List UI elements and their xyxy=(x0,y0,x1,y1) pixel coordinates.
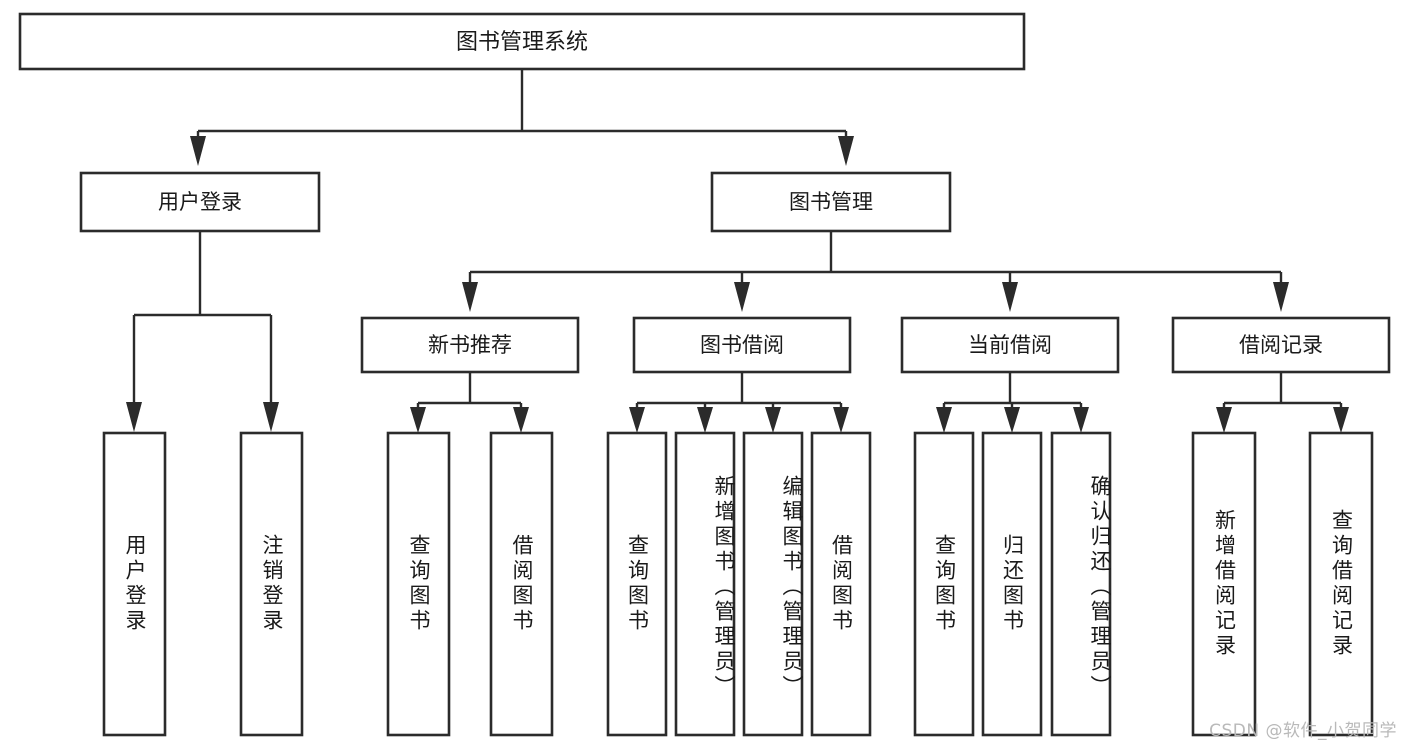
leaf-query-record-box[interactable] xyxy=(1308,431,1374,737)
arrow-to-current-borrow xyxy=(1002,282,1018,312)
arrow-to-leaf-add-book xyxy=(697,407,713,433)
leaf-user-login-box[interactable] xyxy=(102,431,167,737)
arrow-to-leaf-edit-book xyxy=(765,407,781,433)
leaf-return-book-box[interactable] xyxy=(981,431,1043,737)
leaf-query-book-1-box[interactable] xyxy=(386,431,451,737)
arrow-to-leaf-borrow-book-2 xyxy=(833,407,849,433)
leaf-borrow-book-2-box[interactable] xyxy=(810,431,872,737)
node-current-borrow-box[interactable] xyxy=(900,316,1120,374)
node-book-management-box[interactable] xyxy=(710,171,952,233)
leaf-query-book-2-box[interactable] xyxy=(606,431,668,737)
arrow-to-leaf-query-book-2 xyxy=(629,407,645,433)
leaf-edit-book-box[interactable] xyxy=(742,431,804,737)
csdn-watermark: CSDN @软件_小贺同学 xyxy=(1209,721,1397,741)
arrow-to-user-login xyxy=(190,136,206,166)
arrow-to-leaf-query-book-3 xyxy=(936,407,952,433)
node-new-book-recommend-box[interactable] xyxy=(360,316,580,374)
leaf-confirm-return-box[interactable] xyxy=(1050,431,1112,737)
arrow-to-leaf-user-login xyxy=(126,402,142,432)
arrow-to-leaf-user-logout xyxy=(263,402,279,432)
arrow-to-leaf-return-book xyxy=(1004,407,1020,433)
leaf-query-book-3-box[interactable] xyxy=(913,431,975,737)
arrow-to-leaf-query-book-1 xyxy=(410,407,426,433)
leaf-borrow-book-1-box[interactable] xyxy=(489,431,554,737)
node-new-book-recommend-label: 新书推荐 xyxy=(428,333,512,357)
node-book-borrow-box[interactable] xyxy=(632,316,852,374)
arrow-to-book-management xyxy=(838,136,854,166)
node-book-management-label: 图书管理 xyxy=(789,190,873,214)
arrow-to-leaf-query-record xyxy=(1333,407,1349,433)
node-root-label: 图书管理系统 xyxy=(456,30,588,55)
arrow-to-book-borrow xyxy=(734,282,750,312)
arrow-to-leaf-add-record xyxy=(1216,407,1232,433)
node-root-box[interactable] xyxy=(18,12,1026,71)
arrow-to-borrow-record xyxy=(1273,282,1289,312)
leaf-add-book-box[interactable] xyxy=(674,431,736,737)
leaf-user-logout-box[interactable] xyxy=(239,431,304,737)
arrow-to-new-book-recommend xyxy=(462,282,478,312)
arrow-to-leaf-confirm-return xyxy=(1073,407,1089,433)
node-book-borrow-label: 图书借阅 xyxy=(700,333,784,357)
node-current-borrow-label: 当前借阅 xyxy=(968,333,1052,357)
leaf-add-record-box[interactable] xyxy=(1191,431,1257,737)
node-borrow-record-label: 借阅记录 xyxy=(1239,333,1323,357)
arrow-to-leaf-borrow-book-1 xyxy=(513,407,529,433)
node-user-login-label: 用户登录 xyxy=(158,190,242,214)
node-borrow-record-box[interactable] xyxy=(1171,316,1391,374)
